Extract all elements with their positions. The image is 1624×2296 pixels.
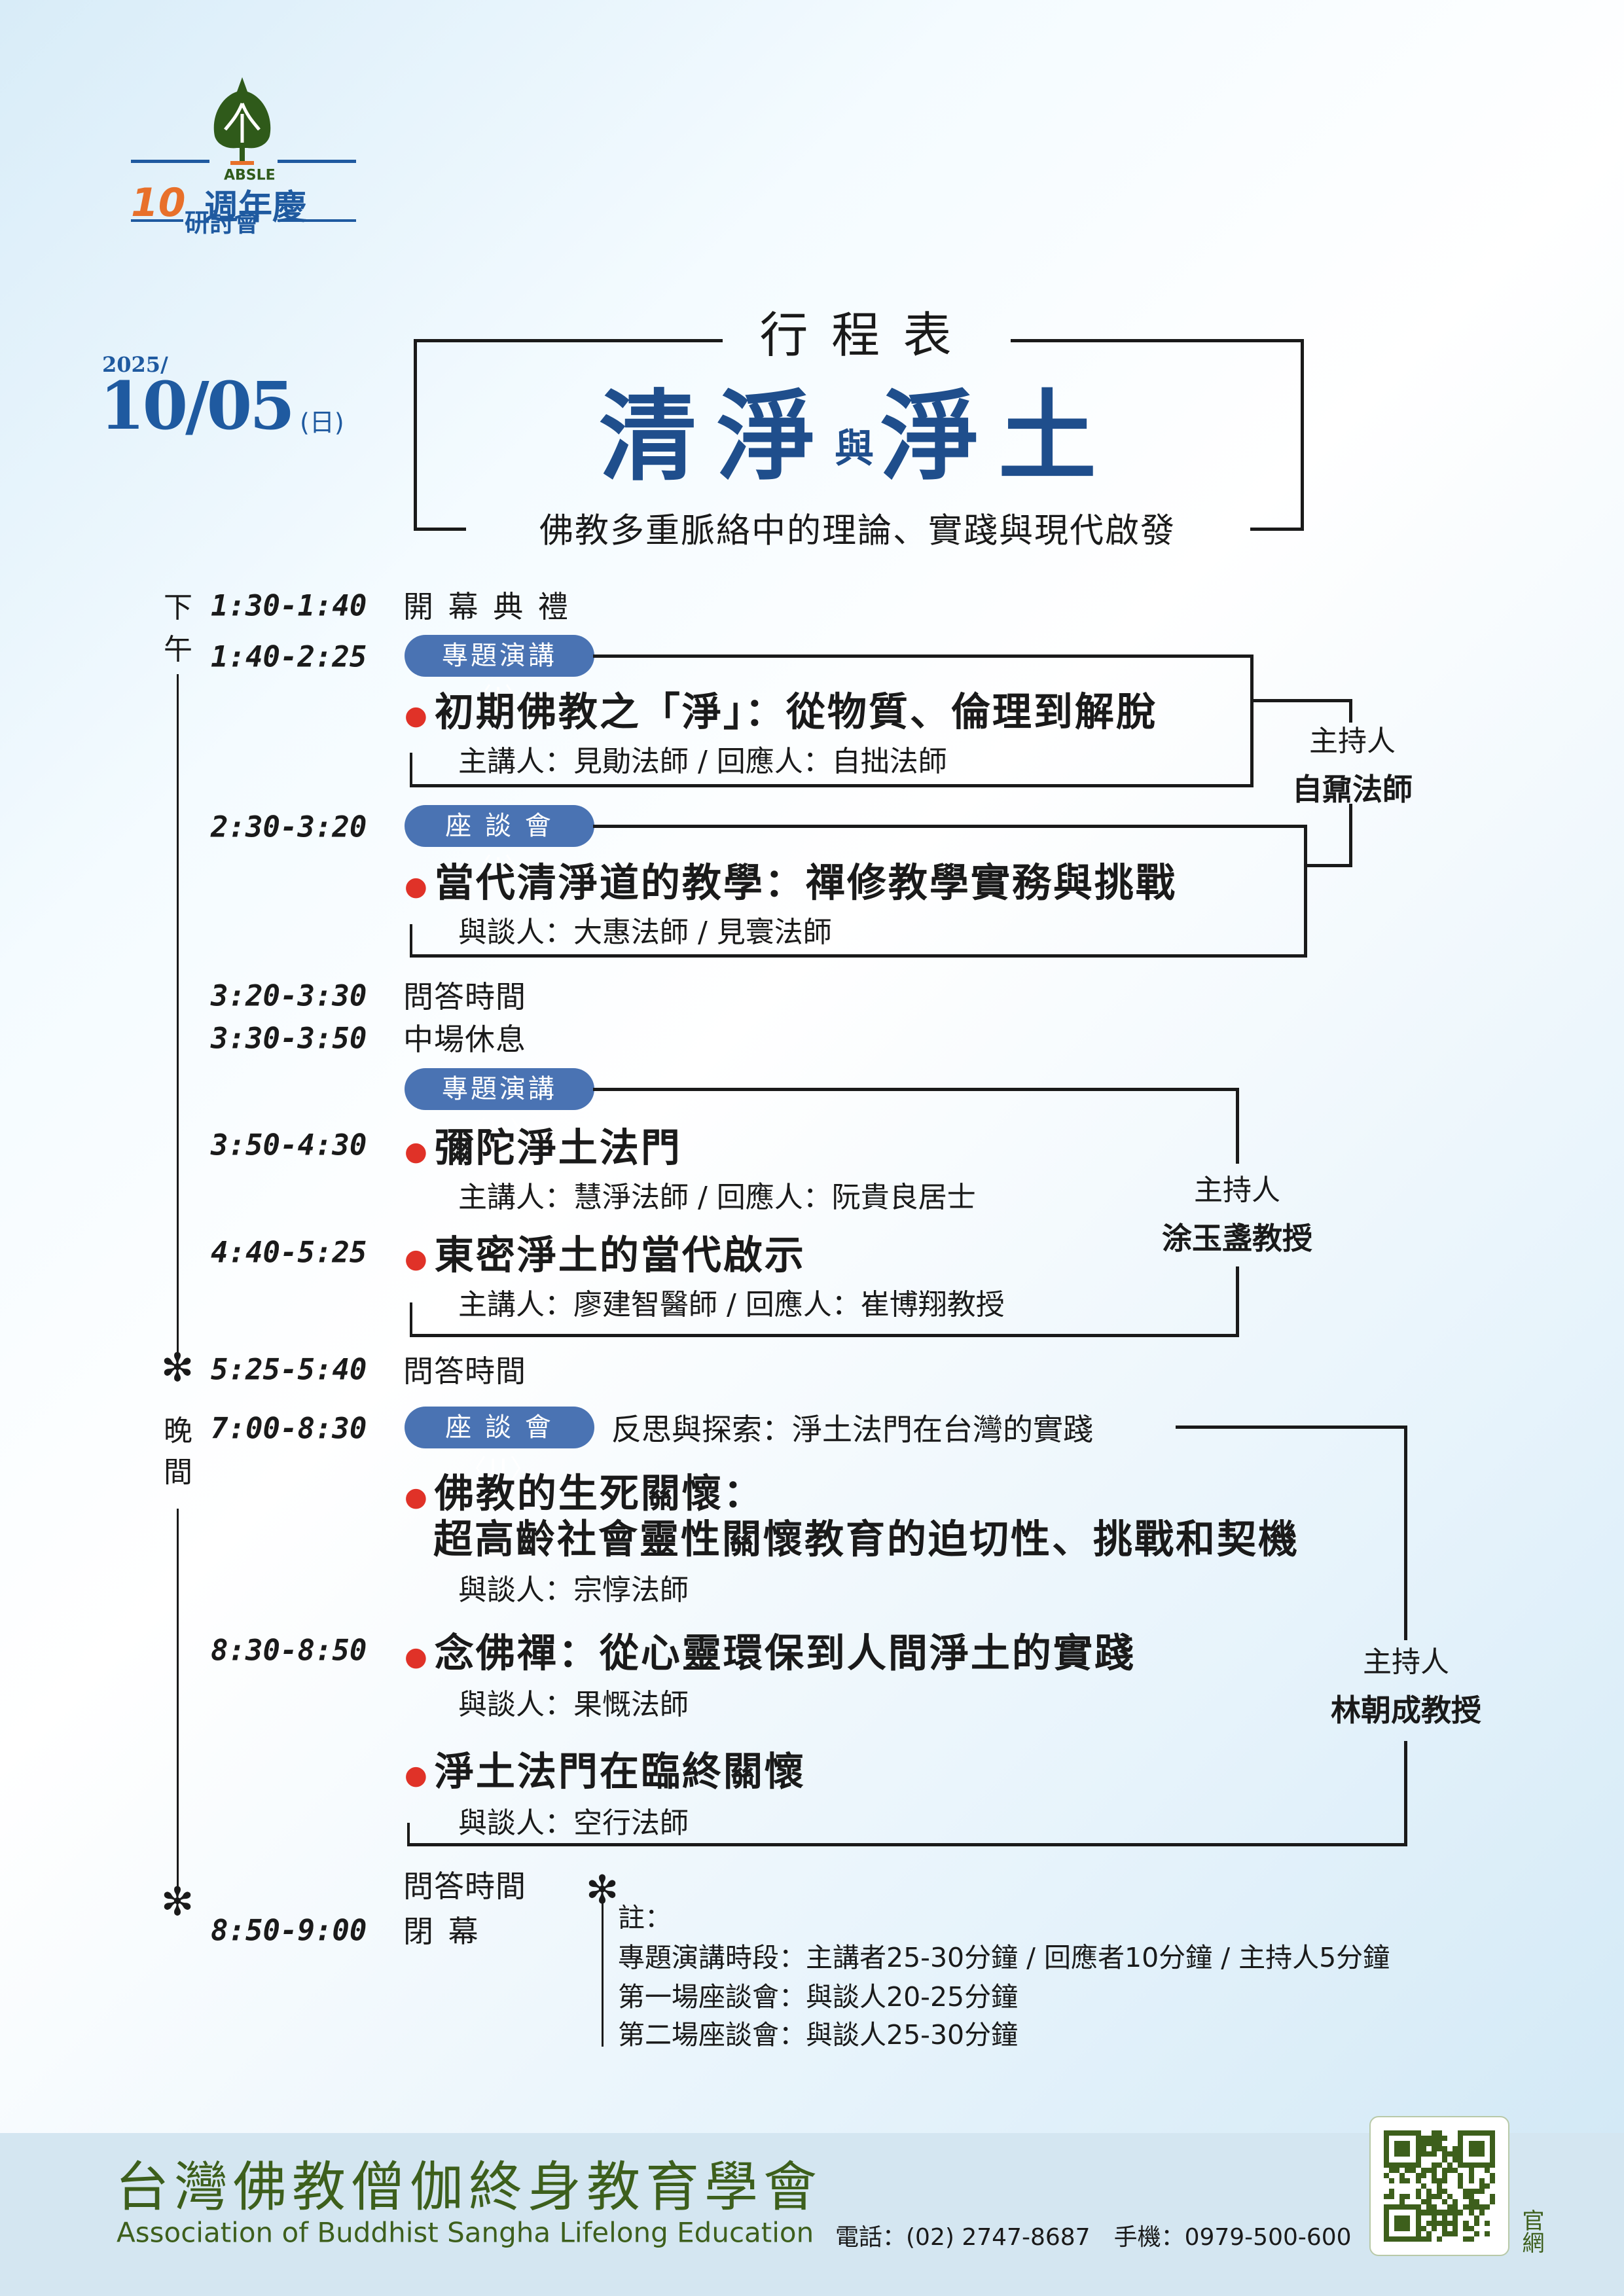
main-title-b: 淨土 <box>880 379 1117 495</box>
time-slot: 7:00-8:30 <box>211 1412 367 1446</box>
timeline-afternoon <box>177 674 179 1355</box>
org-name-zh: 台灣佛教僧伽終身教育學會 <box>115 2156 823 2219</box>
logo-anniversary-number: 10 <box>131 180 186 226</box>
bullet-icon: ● <box>405 700 429 731</box>
bullet-icon: ● <box>405 870 429 902</box>
time-slot: 1:30-1:40 <box>211 589 367 623</box>
footer <box>0 2133 1624 2296</box>
talk-title: ●念佛禪：從心靈環保到人間淨土的實踐 <box>405 1630 1136 1677</box>
main-subtitle: 佛教多重脈絡中的理論、實踐與現代啟發 <box>539 511 1176 551</box>
asterisk-icon: ✻ <box>160 1879 194 1925</box>
bullet-icon: ● <box>405 1136 429 1167</box>
qr-code[interactable] <box>1369 2116 1509 2256</box>
main-title-a: 清淨 <box>598 379 835 495</box>
talk-title: ●初期佛教之「淨」：從物質、倫理到解脫 <box>405 689 1157 736</box>
time-slot: 8:30-8:50 <box>211 1634 367 1668</box>
time-slot: 3:50-4:30 <box>211 1128 367 1162</box>
asterisk-icon: ✻ <box>160 1345 194 1391</box>
session-pill: 專題演講〈I〉 <box>405 635 594 713</box>
bodhi-tree-icon <box>213 77 271 165</box>
note-line: 第二場座談會：與談人25-30分鐘 <box>618 2019 1019 2051</box>
note-line: 專題演講時段：主講者25-30分鐘 / 回應者10分鐘 / 主持人5分鐘 <box>618 1942 1390 1973</box>
session-pill: 座 談 會〈I〉 <box>405 805 594 883</box>
event-label: 問答時間 <box>403 1354 526 1389</box>
bullet-icon: ● <box>405 1641 429 1672</box>
time-slot: 1:40-2:25 <box>211 640 367 674</box>
speakers: 與談人：大惠法師 / 見寰法師 <box>458 916 832 949</box>
bullet-icon: ● <box>405 1759 429 1791</box>
talk-title: ●東密淨土的當代啟示 <box>405 1232 806 1279</box>
talk-title: ●彌陀淨土法門 <box>405 1125 682 1172</box>
talk-title: ●佛教的生死關懷： <box>405 1471 765 1517</box>
talk-title-line2: 超高齡社會靈性關懷教育的迫切性、挑戰和契機 <box>433 1516 1299 1563</box>
host-1: 主持人自鼐法師 <box>1292 725 1413 807</box>
speakers: 與談人：宗惇法師 <box>458 1573 689 1607</box>
date-weekday: (日) <box>300 408 344 437</box>
event-label: 問答時間 <box>403 979 526 1014</box>
session-pill: 座 談 會〈II〉 <box>405 1407 594 1484</box>
time-slot: 2:30-3:20 <box>211 810 367 844</box>
main-title: 清淨與淨土 <box>599 358 1116 500</box>
speakers: 主講人：慧淨法師 / 回應人：阮貴良居士 <box>458 1181 976 1214</box>
qr-label: 官網 <box>1518 2209 1544 2253</box>
speakers: 主講人：見勛法師 / 回應人：自拙法師 <box>458 745 947 778</box>
date-year: 2025/ <box>102 352 168 377</box>
time-slot: 8:50-9:00 <box>211 1914 367 1948</box>
time-slot: 5:25-5:40 <box>211 1353 367 1387</box>
time-slot: 4:40-5:25 <box>211 1236 367 1270</box>
date-month-day: 10/05 <box>99 367 295 444</box>
session-pill: 專題演講〈II〉 <box>405 1068 594 1146</box>
timeline-evening <box>177 1509 179 1888</box>
main-title-and: 與 <box>835 426 880 473</box>
talk-title: ●當代清淨道的教學：禪修教學實務與挑戰 <box>405 860 1177 906</box>
talk-title: ●淨土法門在臨終關懷 <box>405 1749 806 1795</box>
event-label: 開 幕 典 禮 <box>403 589 571 624</box>
logo-subtitle: 研討會 <box>185 208 260 238</box>
org-name-en: Association of Buddhist Sangha Lifelong … <box>117 2216 814 2249</box>
evening-label-1: 晚 <box>164 1414 192 1448</box>
speakers: 與談人：空行法師 <box>458 1806 689 1840</box>
time-slot: 3:20-3:30 <box>211 979 367 1013</box>
speakers: 主講人：廖建智醫師 / 回應人：崔博翔教授 <box>458 1288 1005 1321</box>
bullet-icon: ● <box>405 1481 429 1513</box>
event-label: 中場休息 <box>403 1022 526 1057</box>
schedule-heading: 行 程 表 <box>759 307 956 364</box>
afternoon-label-1: 下 <box>164 591 192 624</box>
notes-heading: 註： <box>618 1902 672 1933</box>
event-label: 問答時間 <box>403 1869 526 1904</box>
afternoon-label-2: 午 <box>164 633 192 666</box>
event-label: 閉 幕 <box>403 1914 481 1949</box>
time-slot: 3:30-3:50 <box>211 1022 367 1056</box>
evening-label-2: 間 <box>164 1456 192 1489</box>
host-3: 主持人林朝成教授 <box>1331 1645 1481 1728</box>
host-2: 主持人涂玉盞教授 <box>1162 1174 1312 1256</box>
contact-info: 電話：(02) 2747-8687 手機：0979-500-600 <box>835 2224 1352 2251</box>
speakers: 與談人：果慨法師 <box>458 1688 689 1721</box>
logo-abbr: ABSLE <box>224 167 276 184</box>
bullet-icon: ● <box>405 1243 429 1274</box>
panel-theme: 反思與探索：淨土法門在台灣的實踐 <box>611 1412 1093 1447</box>
note-line: 第一場座談會：與談人20-25分鐘 <box>618 1981 1019 2013</box>
